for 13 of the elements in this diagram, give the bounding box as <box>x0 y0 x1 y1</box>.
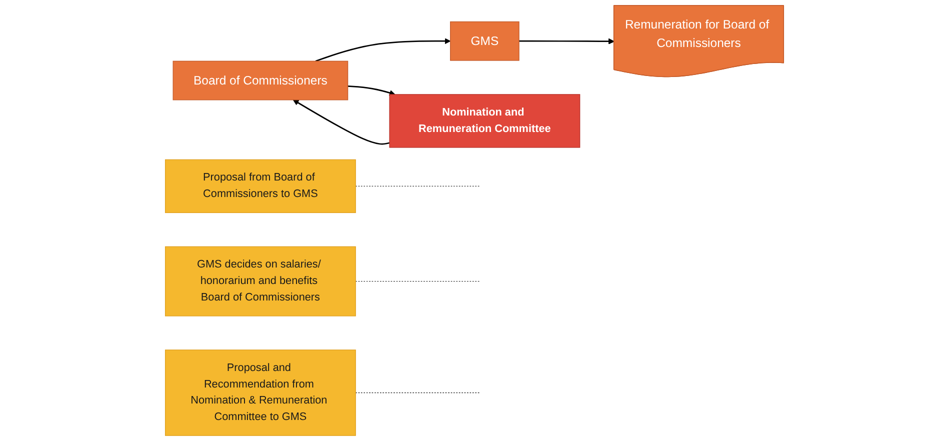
node-box: GMS <box>450 21 520 61</box>
arrow <box>315 38 451 62</box>
node-box: Proposal from Board of Commissioners to GMS <box>164 159 356 214</box>
arrow <box>519 38 614 44</box>
connector <box>355 280 480 282</box>
connector <box>355 186 480 187</box>
node-box: GMS decides on salaries/ honorarium and benefits Board of Commissioners <box>164 246 356 316</box>
node-box: Proposal and Recommendation from Nomination & Remuneration Committee to GMS <box>164 350 356 436</box>
arrow <box>292 100 390 145</box>
node-box: Board of Commissioners <box>172 60 348 100</box>
node-box: Nomination and Remuneration Committee <box>389 94 580 148</box>
connector <box>355 392 480 394</box>
arrow <box>348 86 396 96</box>
